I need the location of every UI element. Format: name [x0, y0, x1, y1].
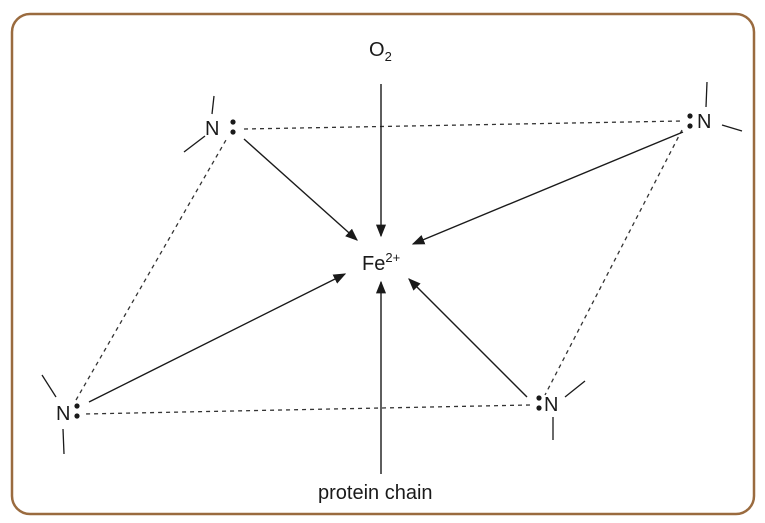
panel-border: [10, 12, 756, 516]
nitrogen-atom-top-right: N: [697, 111, 711, 133]
arrow-n-top-right: [411, 131, 684, 245]
nitrogen-stub-bonds: [41, 81, 743, 455]
coordination-arrows: [88, 84, 684, 474]
lone-pair-dots: [74, 113, 693, 419]
fe-ion-label: Fe2+: [362, 250, 400, 275]
nitrogen-atom-bottom-right: N: [544, 394, 558, 416]
nitrogen-atom-bottom-left: N: [56, 403, 70, 425]
protein-chain-label: protein chain: [318, 482, 433, 504]
dashed-outline: [75, 120, 683, 415]
nitrogen-atom-top-left: N: [205, 118, 219, 140]
arrow-n-bottom-right: [408, 278, 528, 398]
o2-label: O2: [369, 39, 392, 64]
arrow-n-top-left: [243, 138, 358, 241]
arrow-n-bottom-left: [88, 273, 347, 403]
